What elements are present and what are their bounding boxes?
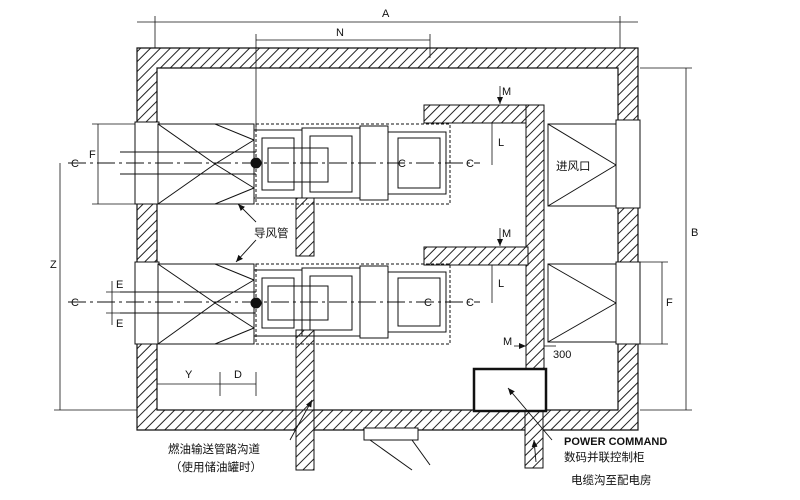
dim-f-left-label: F	[89, 149, 96, 161]
centerline-c-right-1: C	[466, 158, 474, 170]
cable-trench-label: 电缆沟至配电房	[571, 473, 652, 487]
power-command-label: POWER COMMAND	[564, 436, 667, 448]
dim-e-top-label: E	[116, 279, 123, 291]
dim-a-label: A	[382, 8, 390, 20]
centerline-c-left-2: C	[71, 297, 79, 309]
dim-m-bottom-label: M	[503, 336, 512, 348]
dim-y-label: Y	[185, 369, 193, 381]
air-inlet-label: 进风口	[556, 159, 591, 173]
engine-c-1: C	[398, 158, 406, 170]
engine-c-2: C	[424, 297, 432, 309]
dim-l-bottom-label: L	[498, 278, 504, 290]
dimension-lines	[54, 16, 692, 411]
dim-300-label: 300	[553, 349, 571, 361]
dim-b-label: B	[691, 227, 698, 239]
parallel-cabinet-label: 数码并联控制柜	[564, 450, 645, 464]
baffle-walls	[295, 104, 545, 411]
outer-wall	[136, 47, 639, 431]
centerline-c-left-1: C	[71, 158, 79, 170]
dim-d-label: D	[234, 369, 242, 381]
dim-l-top-label: L	[498, 137, 504, 149]
dim-e-bottom-label: E	[116, 318, 123, 330]
fuel-trench-label-2: （使用储油罐时）	[170, 460, 262, 474]
centerline-c-right-2: C	[466, 297, 474, 309]
dim-f-right-label: F	[666, 297, 673, 309]
leader-arrows	[235, 203, 553, 463]
dim-m-top-label: M	[502, 86, 511, 98]
dim-n-label: N	[336, 27, 344, 39]
dim-z-label: Z	[50, 259, 57, 271]
generator-set-1	[68, 123, 480, 205]
generator-set-2	[68, 263, 480, 345]
air-duct-label: 导风管	[254, 226, 289, 240]
bottom-wall-notch	[363, 427, 431, 471]
fuel-trench-label-1: 燃油输送管路沟道	[168, 442, 260, 456]
dim-m-mid-label: M	[502, 228, 511, 240]
air-inlet-units	[547, 119, 641, 345]
